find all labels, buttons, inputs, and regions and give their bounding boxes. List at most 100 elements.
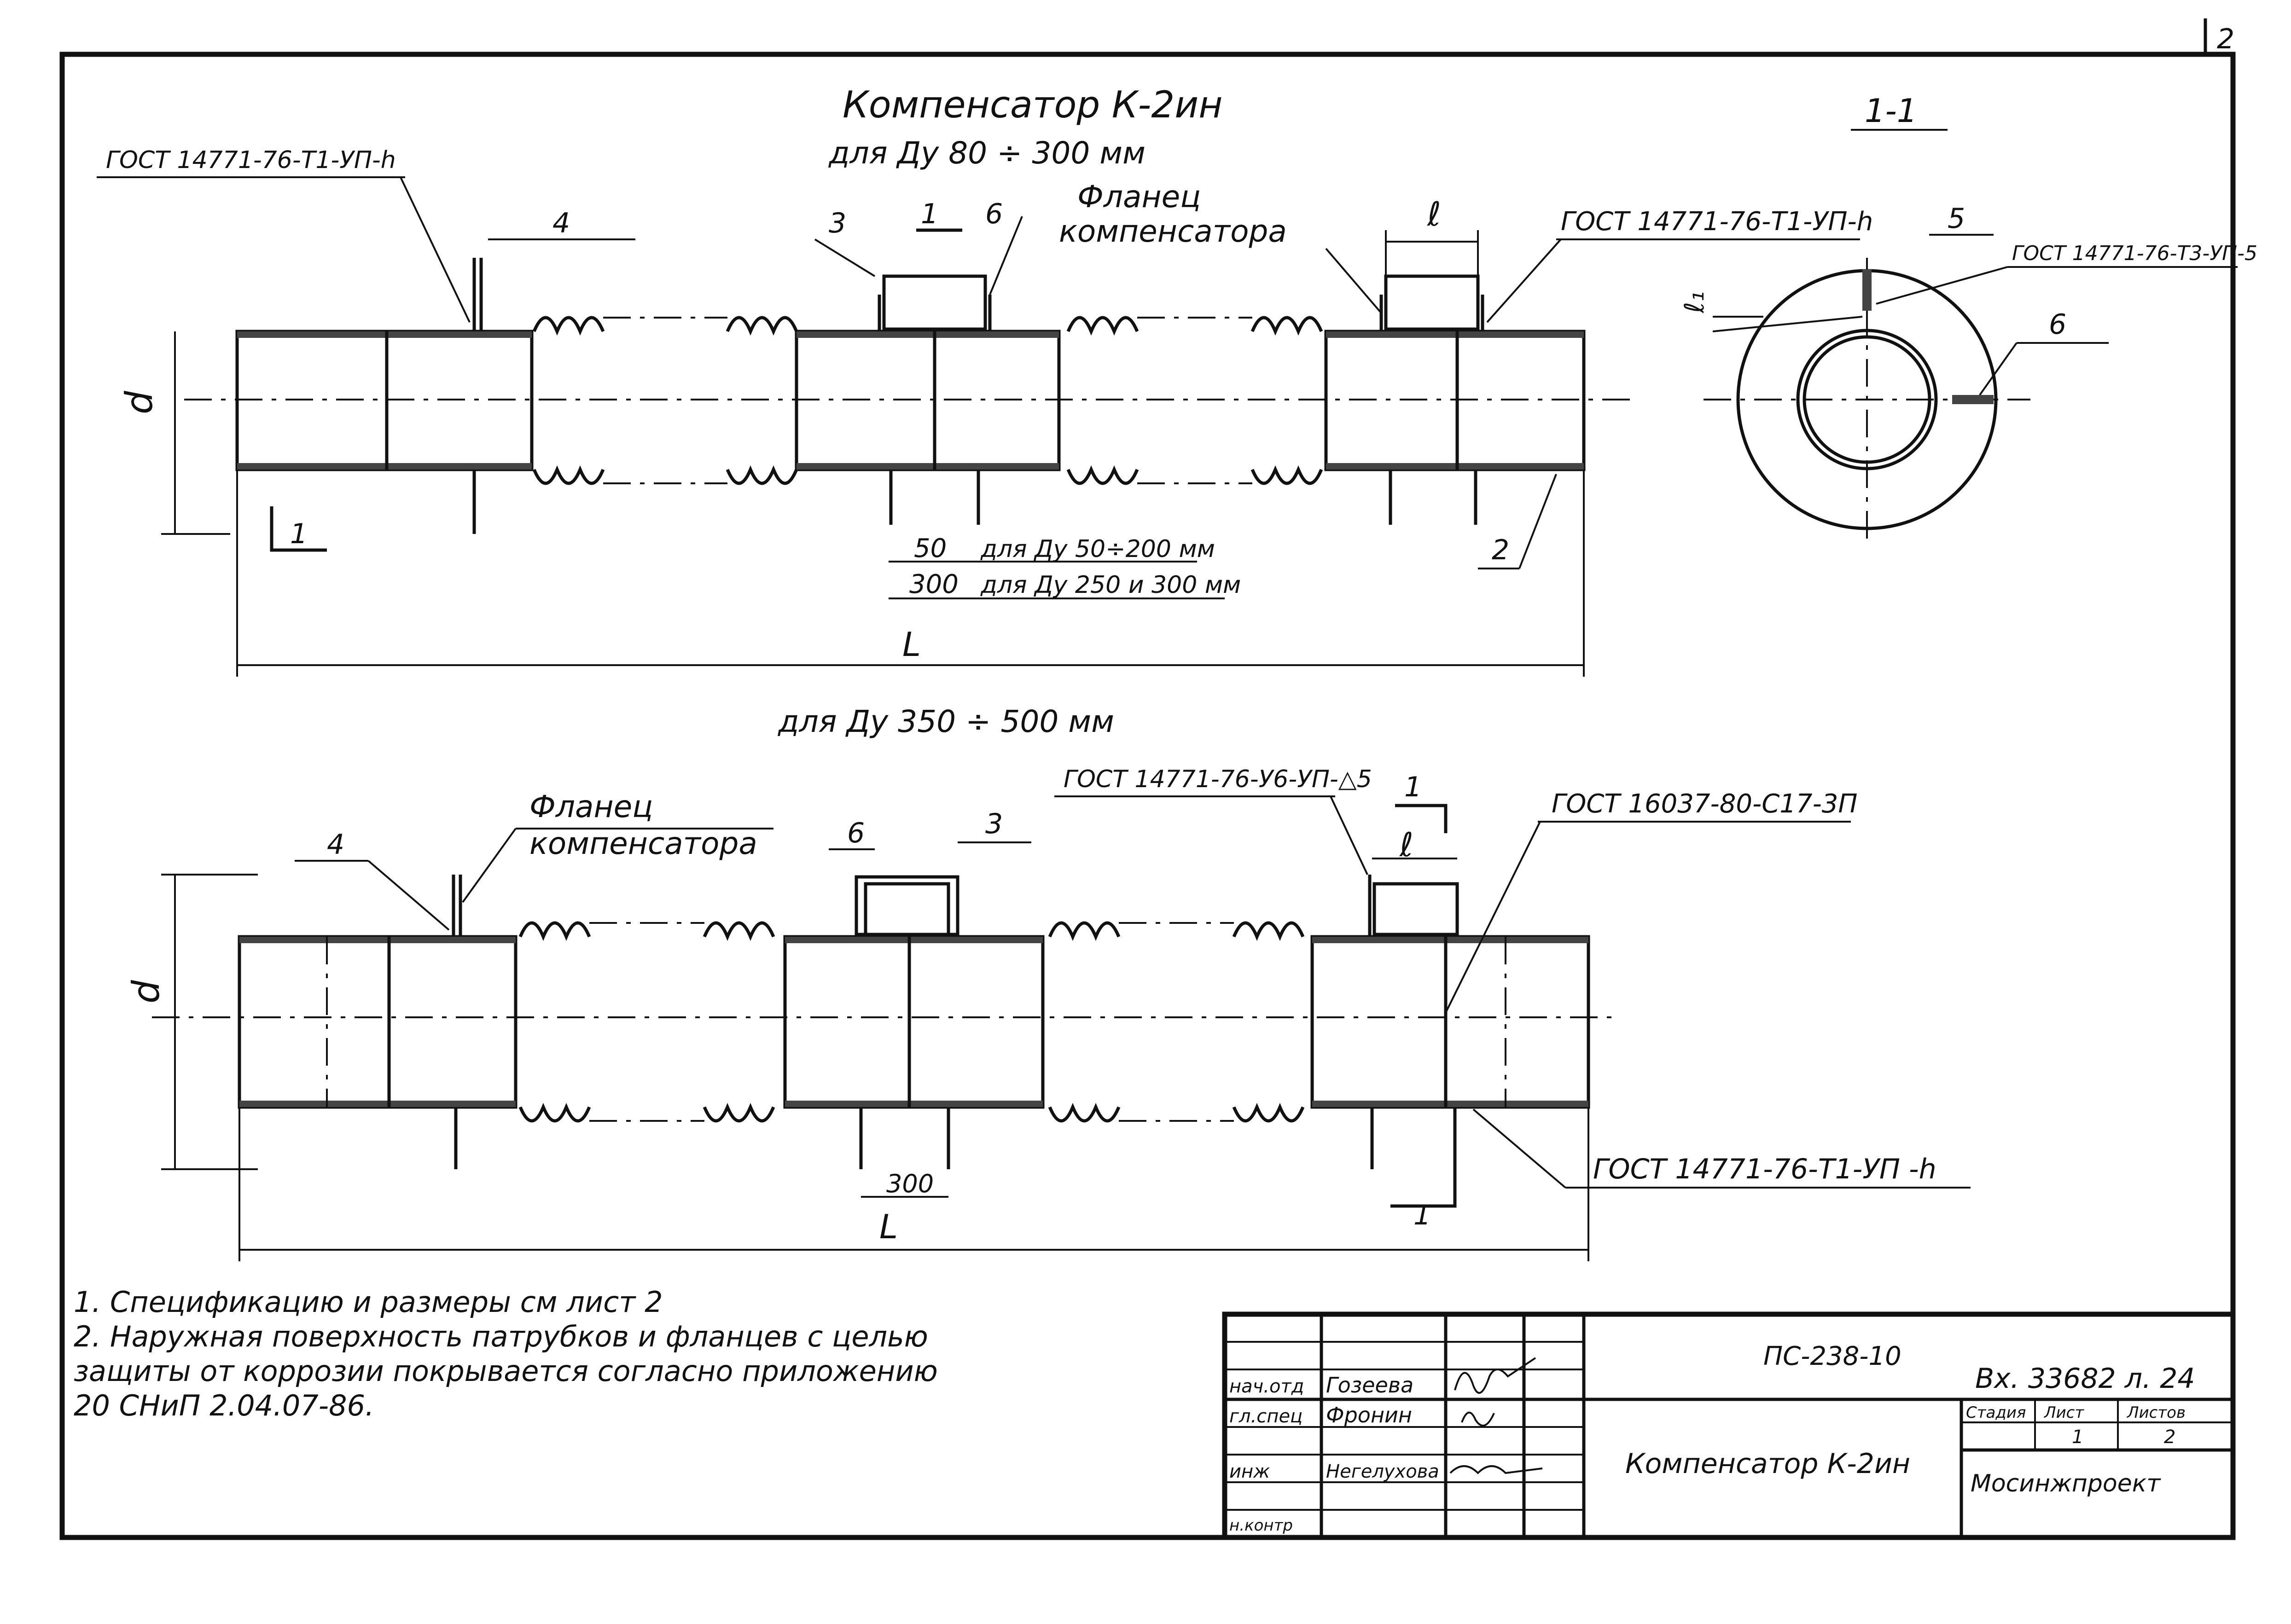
flange-leader-top — [989, 216, 1023, 295]
pos-6-top: 6 — [985, 198, 1003, 230]
l1-ext-bottom — [1712, 316, 1863, 332]
b-middle-sleeve — [864, 882, 950, 936]
note-1: 1. Спецификацию и размеры см лист 2 — [74, 1285, 663, 1319]
b-left-wall-bottom — [239, 1101, 516, 1107]
bellows-2-bottom-a — [1066, 465, 1139, 485]
dim-50: 50 — [914, 534, 947, 563]
pos-5: 5 — [1948, 203, 1965, 235]
right-nozzle-wall-bottom — [1326, 463, 1584, 470]
pos-3-top: 3 — [829, 207, 846, 239]
b-right-wall-bottom — [1312, 1101, 1588, 1107]
bellows-2-top-b — [1250, 316, 1323, 336]
weld-section-leader — [1876, 266, 2008, 305]
b-pos-1-top: 1 — [1404, 771, 1422, 803]
organization: Мосинжпроект — [1971, 1470, 2161, 1497]
drawing-name: Компенсатор К-2ин — [1625, 1448, 1910, 1480]
b-middle-wall-bottom — [785, 1101, 1043, 1107]
dim-l1: ℓ₁ — [1679, 291, 1710, 313]
drawing-frame — [59, 52, 2236, 1540]
b-bellows-1-bottom-b — [703, 1102, 775, 1123]
pos-1-bottom-cut — [270, 506, 327, 552]
pos-2-leader — [1518, 474, 1557, 569]
b-middle-wall-top — [785, 937, 1043, 943]
bellows-1-bottom-b — [726, 465, 798, 485]
middle-pipe-wall-top — [797, 331, 1059, 338]
b-bellows-1-top-b — [703, 921, 775, 941]
dim-50-note: для Ду 50÷200 мм — [980, 535, 1215, 563]
note-2-cont: защиты от коррозии покрывается согласно … — [74, 1354, 938, 1388]
left-nozzle — [235, 330, 534, 471]
note-2: 2. Наружная поверхность патрубков и флан… — [74, 1320, 928, 1353]
tb-role-1: нач.отд — [1229, 1376, 1304, 1397]
tb-name-1: Гозеева — [1326, 1373, 1413, 1398]
middle-pipe-wall-bottom — [797, 463, 1059, 470]
bellows-1-top-b — [726, 316, 798, 336]
b-middle-sleeve-outer — [855, 875, 959, 936]
pos-2: 2 — [1492, 534, 1509, 566]
weld-left-leader — [400, 177, 471, 323]
b-flange-leader — [462, 828, 517, 903]
b-bellows-1-top-a — [518, 921, 591, 941]
signature-1 — [1454, 1357, 1536, 1394]
inv-note: Вх. 33682 л. 24 — [1975, 1363, 2195, 1395]
b-bellows-1-bottom-a — [518, 1102, 591, 1123]
section-rib-right — [1952, 395, 1994, 404]
bellows-2-top-a — [1066, 316, 1139, 336]
b-dim-l: ℓ — [1399, 825, 1413, 864]
bellows-2-bottom-b — [1250, 465, 1323, 485]
b-bellows-2-bottom-a — [1048, 1102, 1121, 1123]
title-block-frame — [1222, 1311, 2236, 1540]
tb-role-4: н.контр — [1229, 1516, 1293, 1535]
b-bellows-2-top-b — [1232, 921, 1305, 941]
weld-section-label: ГОСТ 14771-76-Т3-УП-5 — [2012, 242, 2257, 265]
sheets-value: 2 — [2164, 1427, 2175, 1448]
b-dim-L: L — [879, 1207, 898, 1246]
b-left-wall-top — [239, 937, 516, 943]
b-dim-d: d — [125, 980, 168, 1003]
b-dim-300: 300 — [886, 1169, 934, 1198]
right-nozzle-wall-top — [1326, 331, 1584, 338]
pos-1-cut: 1 — [921, 198, 938, 230]
middle-sleeve — [882, 274, 987, 331]
top-subtitle: для Ду 80 ÷ 300 мм — [828, 135, 1146, 171]
tb-name-3: Негелухова — [1326, 1461, 1439, 1482]
weld-right-label: ГОСТ 14771-76-Т1-УП-h — [1561, 207, 1873, 237]
notes: 1. Спецификацию и размеры см лист 2 2. Н… — [74, 1285, 938, 1422]
b-pos-1-bottom: 1 — [1413, 1199, 1431, 1231]
pos-6-section: 6 — [2049, 308, 2066, 341]
note-2-cont-2: 20 СНиП 2.04.07-86. — [74, 1389, 374, 1422]
title-block: ПС-238-10 Вх. 33682 л. 24 Компенсатор К-… — [1222, 1311, 2236, 1540]
b-weld-top-label: ГОСТ 14771-76-У6-УП-△5 — [1064, 766, 1372, 793]
b-pos-4: 4 — [327, 829, 344, 861]
flange-leader-right — [1325, 248, 1382, 314]
left-nozzle-wall-bottom — [237, 463, 532, 470]
section-rib-top — [1862, 269, 1872, 311]
col-stage: Стадия — [1966, 1404, 2026, 1422]
right-sleeve — [1384, 274, 1480, 331]
b-weld-gost-label: ГОСТ 16037-80-С17-3П — [1552, 789, 1858, 819]
left-nozzle-wall-top — [237, 331, 532, 338]
tb-role-3: инж — [1229, 1461, 1270, 1482]
bellows-1-top-a — [532, 316, 605, 336]
b-flange-label-2: компенсатора — [529, 826, 757, 861]
b-flange-label-1: Фланец — [529, 789, 653, 824]
b-pos-1-top-cut — [1395, 804, 1448, 833]
b-right-nozzle — [1310, 935, 1590, 1109]
weld-right-leader — [1486, 238, 1562, 323]
dim-300: 300 — [909, 569, 959, 599]
b-right-sleeve — [1372, 882, 1459, 936]
top-dim-L: L — [902, 625, 921, 664]
b-weld-top-leader — [1330, 796, 1368, 875]
doc-code: ПС-238-10 — [1763, 1341, 1901, 1371]
b-weld-bottom-leader — [1472, 1108, 1566, 1189]
weld-left-label: ГОСТ 14771-76-Т1-УП-h — [106, 146, 396, 174]
top-dim-l: ℓ — [1426, 195, 1441, 233]
bottom-view: для Ду 350 ÷ 500 мм 300 — [125, 704, 1971, 1261]
b-pos-6: 6 — [847, 817, 865, 849]
signature-3 — [1449, 1465, 1543, 1474]
pos-6-section-leader — [1979, 342, 2018, 396]
pos-4-top: 4 — [552, 207, 570, 239]
b-middle-pipe — [783, 935, 1045, 1109]
tb-role-2: гл.спец — [1229, 1406, 1302, 1427]
